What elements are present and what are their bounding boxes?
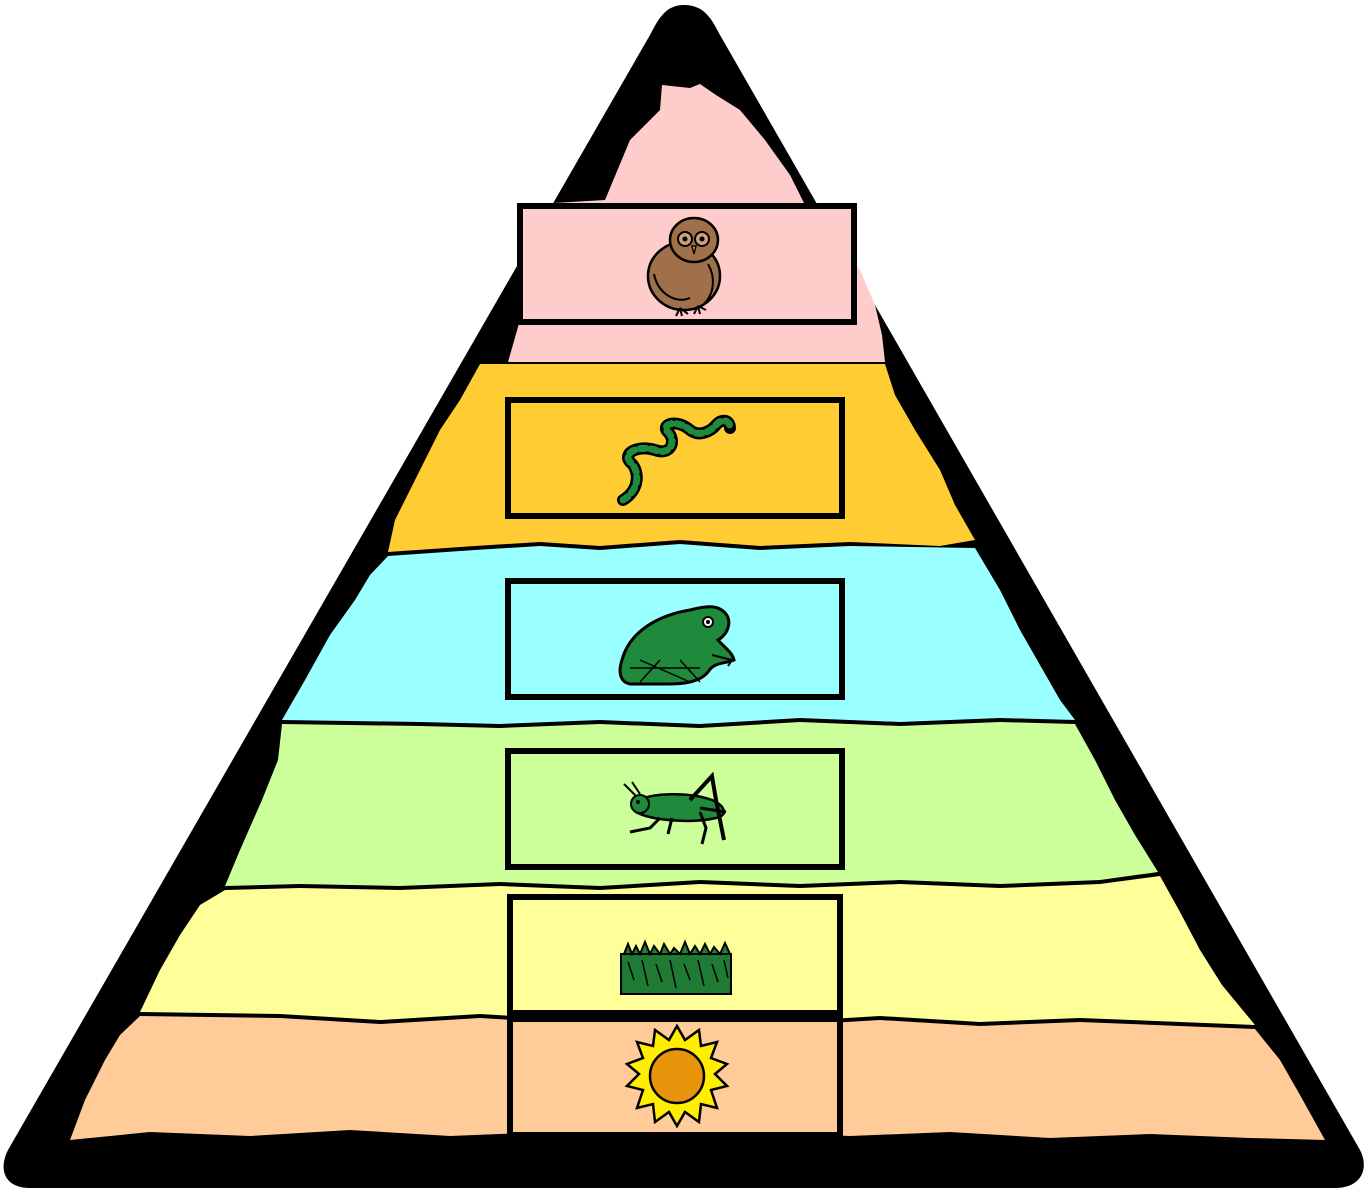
grass-icon (621, 942, 731, 994)
